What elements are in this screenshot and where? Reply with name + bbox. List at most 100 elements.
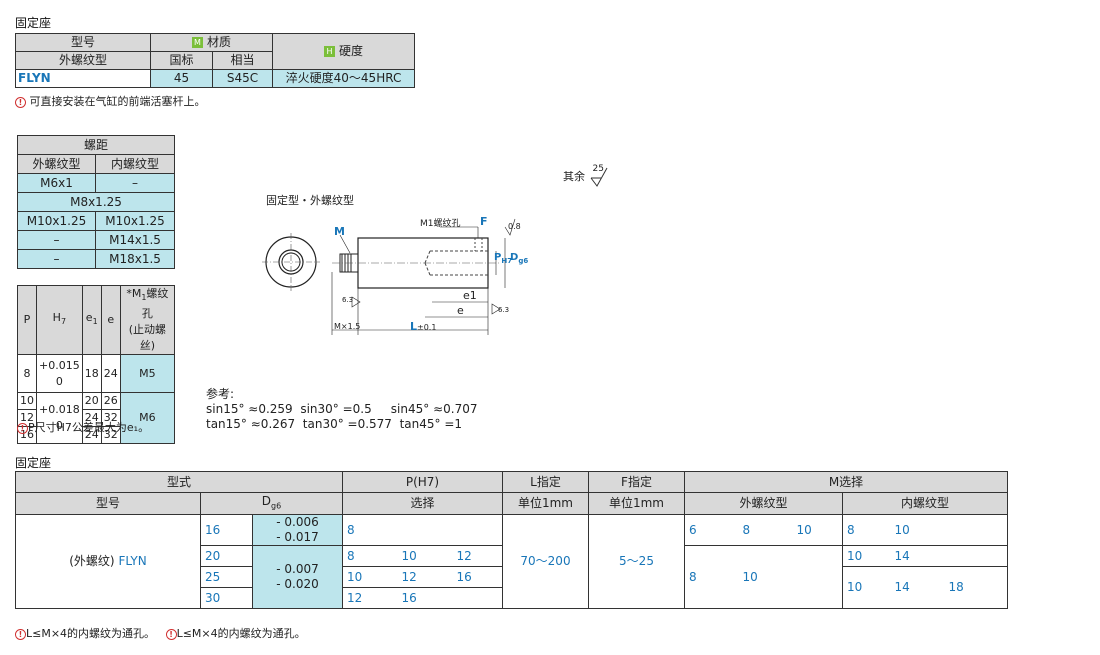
p-cell: 12	[342, 587, 398, 609]
d-cell: 25	[200, 566, 253, 588]
ph-hdr-p: P	[17, 284, 37, 356]
m-out: 8	[684, 545, 739, 609]
m-out: 8	[738, 514, 793, 546]
label-m: M	[334, 225, 345, 238]
m-in: 10	[890, 514, 945, 546]
h-outer: 外螺纹型	[684, 491, 843, 515]
pitch-col-outer: 外螺纹型	[17, 154, 96, 174]
warning-icon: !	[17, 422, 28, 434]
d-cell: 16	[200, 514, 253, 546]
section-title-1: 固定座	[15, 16, 52, 30]
part-drawing	[262, 218, 516, 335]
f-range: 5～25	[588, 514, 685, 609]
label-d: Dg6	[510, 252, 529, 265]
roughness-63b: 6.3	[498, 306, 510, 314]
p-cell: 8	[342, 545, 398, 567]
hdr-national: 国标	[150, 51, 213, 70]
warning-icon: !	[15, 628, 26, 640]
ph-e: 26	[100, 392, 121, 411]
hardness-value: 淬火硬度40～45HRC	[272, 69, 415, 88]
note-bottom: !L≤M×4的内螺纹为通孔。 !L≤M×4的内螺纹为通孔。	[15, 625, 306, 641]
m-out: 10	[792, 514, 843, 546]
roughness-08: 0.8	[508, 222, 521, 231]
d-tol-cell: - 0.006- 0.017	[252, 514, 343, 546]
reference-line-2: tan15° ≈0.267 tan30° =0.577 tan45° =1	[206, 417, 463, 431]
p-cell: 16	[452, 566, 503, 588]
p-cell: 12	[452, 545, 503, 567]
m-in: 14	[890, 545, 945, 567]
label-e1: e1	[463, 289, 477, 302]
reference-block: 参考: sin15° ≈0.259 sin30° =0.5 sin45° ≈0.…	[206, 387, 477, 432]
roughness-symbol-icon	[590, 167, 607, 187]
pitch-cell: –	[95, 173, 175, 193]
ph-hdr-h7: H7	[36, 284, 83, 356]
m-in: 14	[890, 566, 945, 609]
label-m1: M1螺纹孔	[420, 219, 461, 229]
ph-p: 8	[17, 354, 37, 394]
drawing-caption: 固定型・外螺纹型	[266, 194, 354, 207]
label-mx: M×1.5	[334, 322, 361, 331]
m-in: 10	[842, 566, 891, 609]
warning-icon: !	[165, 628, 177, 640]
pitch-cell: M18x1.5	[95, 249, 175, 269]
label-e: e	[457, 304, 464, 317]
h-type: 型式	[15, 471, 343, 493]
reference-line-1: sin15° ≈0.259 sin30° =0.5 sin45° ≈0.707	[206, 402, 478, 416]
p-cell: 16	[397, 587, 453, 609]
pitch-cell: M6x1	[17, 173, 96, 193]
label-f: F	[480, 215, 488, 228]
p-cell: 12	[397, 566, 453, 588]
note-1: ! 可直接安装在气缸的前端活塞杆上。	[15, 93, 206, 109]
pitch-cell: M10x1.25	[95, 211, 175, 231]
ph-m1: M5	[119, 354, 176, 394]
hdr-model: 型号	[15, 33, 151, 52]
ph-e: 24	[100, 354, 121, 394]
hdr-equiv: 相当	[212, 51, 273, 70]
h-choose: 选择	[342, 491, 503, 515]
label-l: L±0.1	[410, 320, 437, 333]
pitch-title: 螺距	[17, 135, 175, 155]
pitch-cell: M10x1.25	[17, 211, 96, 231]
p-cell: 8	[342, 514, 398, 546]
roughness-rest: 其余 25	[563, 164, 609, 188]
h-unit-l: 单位1mm	[502, 491, 589, 515]
h-l: L指定	[502, 471, 589, 493]
pitch-cell: M14x1.5	[95, 230, 175, 250]
ph-p: 10	[17, 392, 37, 411]
h-model: 型号	[15, 491, 201, 515]
material-equiv: S45C	[212, 69, 273, 88]
hardness-badge-icon: H	[323, 46, 335, 57]
h-inner: 内螺纹型	[842, 491, 1008, 515]
section-title-2: 固定座	[15, 456, 52, 470]
m-out: 6	[684, 514, 739, 546]
model-code: FLYN	[15, 69, 151, 88]
selection-table: 型式 P(H7) L指定 F指定 M选择 型号 Dg6 选择 单位1mm 单位1…	[15, 471, 1008, 610]
ph-e1: 20	[81, 392, 102, 411]
ph-hdr-e1: e1	[81, 284, 102, 356]
ph-hdr-e: e	[100, 284, 121, 356]
h-f: F指定	[588, 471, 685, 493]
ph-hdr-m1: *M1螺纹孔(止动螺丝)	[119, 284, 176, 356]
model-cell: (外螺纹) FLYN	[15, 514, 201, 610]
note-ph: !P尺寸H7公差最大为e₁。	[17, 419, 149, 435]
ph-e: 32	[100, 426, 121, 445]
warning-icon: !	[15, 96, 26, 108]
h-unit-f: 单位1mm	[588, 491, 685, 515]
pitch-cell: –	[17, 249, 96, 269]
ph-e1: 24	[81, 409, 102, 428]
roughness-63: 6.3	[342, 296, 354, 304]
p-cell: 10	[342, 566, 398, 588]
hdr-thread-type: 外螺纹型	[15, 51, 151, 70]
d-cell: 30	[200, 587, 253, 609]
reference-title: 参考:	[206, 387, 235, 401]
ph-m1: M6	[119, 392, 176, 445]
m-in: 18	[944, 566, 1008, 609]
m-in: 10	[842, 545, 891, 567]
m-out: 10	[738, 545, 793, 609]
